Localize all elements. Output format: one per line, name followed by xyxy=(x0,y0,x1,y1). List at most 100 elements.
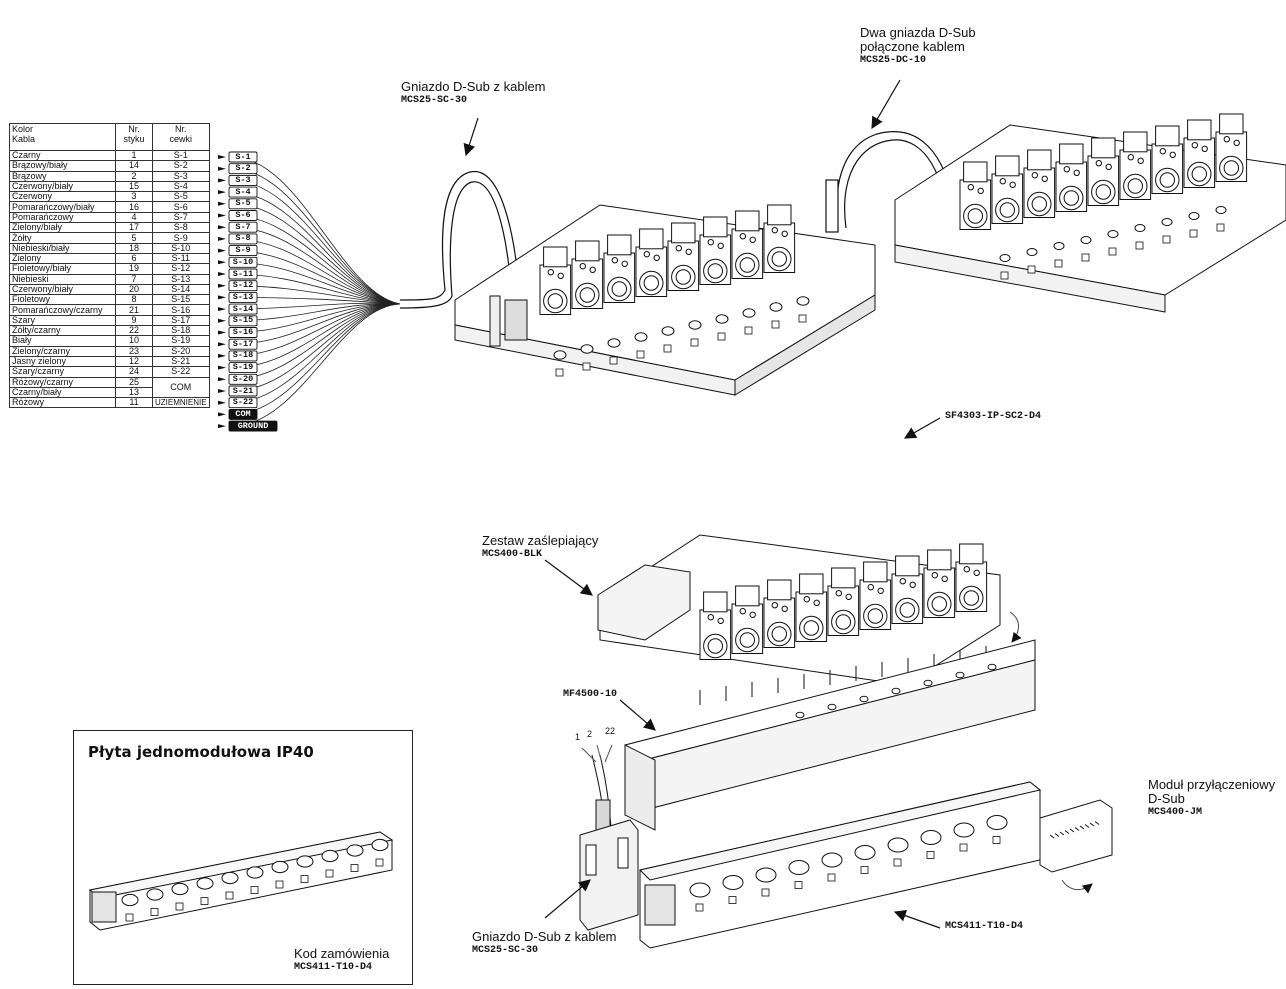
wire-tag: S-4 xyxy=(235,186,251,197)
valve-port-icon xyxy=(717,617,724,624)
valve-port-icon xyxy=(1041,175,1048,183)
valve-port-icon xyxy=(557,272,564,279)
station-number-icon xyxy=(761,888,770,897)
wire-tag: S-16 xyxy=(232,327,254,337)
label-two-dsub-code: MCS25-DC-10 xyxy=(860,55,927,66)
port-hole-icon xyxy=(999,254,1011,262)
valve-port-icon xyxy=(589,266,596,273)
solenoid-knob-inner-icon xyxy=(803,620,819,636)
port-hole-icon xyxy=(371,838,389,852)
port-hole-icon xyxy=(953,822,975,838)
wire-terminal-icon xyxy=(218,283,226,288)
wire-terminal-icon xyxy=(218,190,226,195)
valve-port-icon xyxy=(1223,136,1231,143)
station-number-icon xyxy=(1135,241,1144,250)
valve-pilot xyxy=(575,240,600,262)
valve-pilot xyxy=(963,161,988,183)
valve-pilot xyxy=(703,216,728,238)
port-hole-icon xyxy=(1107,230,1119,238)
valve-port-icon xyxy=(1009,181,1016,189)
solenoid-knob-inner-icon xyxy=(1095,184,1112,200)
wire-tag-box xyxy=(228,408,258,420)
valve-port-icon xyxy=(749,236,756,244)
port-hole-icon xyxy=(1080,236,1092,244)
valve-pilot xyxy=(895,555,920,577)
wire-tag-box xyxy=(228,420,278,432)
label-dsub-cable-top-name: Gniazdo D-Sub z kablem xyxy=(401,79,546,94)
station-number-icon xyxy=(175,902,184,911)
station-number-icon xyxy=(225,891,234,900)
valve-port-icon xyxy=(739,233,746,240)
valve-port-icon xyxy=(771,227,778,234)
station-number-icon xyxy=(350,864,359,872)
cell-pin-number: 11 xyxy=(115,397,153,409)
valve-port-icon xyxy=(547,269,554,276)
port-hole-icon xyxy=(854,845,876,860)
cable-wires xyxy=(231,156,401,427)
valve-port-icon xyxy=(781,230,788,238)
station-number-icon xyxy=(555,368,564,377)
connector-pin xyxy=(1089,822,1095,827)
port-hole-icon xyxy=(1026,248,1038,256)
wire-tag: S-3 xyxy=(235,174,251,185)
station-number-icon xyxy=(794,881,803,889)
label-dsub-cable-bottom-code: MCS25-SC-30 xyxy=(472,945,539,956)
station-number-icon xyxy=(744,326,753,335)
label-blanking-kit-name: Zestaw zaślepiający xyxy=(482,533,599,548)
port-hole-icon xyxy=(923,679,933,687)
header-coil-number: Nr. cewki xyxy=(152,123,210,151)
connector-pin xyxy=(1054,833,1060,837)
manifold-assembly-2 xyxy=(894,113,1286,313)
port-hole-icon xyxy=(346,844,364,857)
station-number-icon xyxy=(1027,265,1036,274)
port-hole-icon xyxy=(891,687,901,695)
valve-port-icon xyxy=(771,602,778,609)
wire-tag: S-21 xyxy=(232,385,254,396)
wire-tag: COM xyxy=(235,408,251,419)
label-two-dsub-line1: Dwa gniazda D-Sub xyxy=(860,25,976,40)
station-number-icon xyxy=(1216,223,1225,232)
valve-port-icon xyxy=(835,590,842,597)
wire-tag: S-22 xyxy=(232,397,254,408)
station-number-icon xyxy=(150,908,159,916)
connector-pin xyxy=(1074,827,1080,831)
valve-pilot xyxy=(863,561,888,583)
solenoid-knob-inner-icon xyxy=(579,287,595,303)
wire-terminal-icon xyxy=(218,400,226,405)
solenoid-knob-inner-icon xyxy=(999,202,1015,218)
wire-tag: GROUND xyxy=(237,420,269,431)
valve-pilot xyxy=(671,222,696,244)
wire-tag-box xyxy=(228,385,258,397)
wire-terminal-icon xyxy=(218,225,226,230)
solenoid-knob-inner-icon xyxy=(899,602,915,618)
wire-tag: S-13 xyxy=(232,291,254,302)
wire-tag-box xyxy=(228,245,258,257)
valve-port-icon xyxy=(999,178,1006,185)
valve-pilot xyxy=(1059,143,1084,165)
valve-port-icon xyxy=(1191,142,1199,149)
station-number-icon xyxy=(275,880,284,889)
valve-port-icon xyxy=(931,572,938,579)
valve-port-icon xyxy=(675,245,682,252)
solenoid-knob-inner-icon xyxy=(967,208,983,224)
station-number-icon xyxy=(860,866,869,874)
port-hole-icon xyxy=(689,882,711,898)
valve-pilot xyxy=(995,155,1020,177)
station-number-icon xyxy=(125,913,134,922)
valve-port-icon xyxy=(877,587,884,594)
port-hole-icon xyxy=(661,326,675,336)
wire-tag: S-10 xyxy=(232,256,254,267)
label-blanking-kit-code: MCS400-BLK xyxy=(482,549,543,560)
valve-port-icon xyxy=(1127,154,1135,161)
valve-port-icon xyxy=(685,248,692,256)
wire-tag: S-8 xyxy=(235,233,251,244)
wire-tag: S-9 xyxy=(235,245,251,256)
wire-tag-box xyxy=(228,256,258,268)
wiring-table-header: Kolor Kabla Nr. styku Nr. cewki xyxy=(9,123,210,151)
solenoid-knob-inner-icon xyxy=(707,638,723,654)
cell-coil-number: UZIEMNIENIE xyxy=(152,397,210,409)
port-hole-icon xyxy=(827,703,837,711)
wire-terminal-icon xyxy=(218,201,226,206)
valve-port-icon xyxy=(803,596,810,603)
